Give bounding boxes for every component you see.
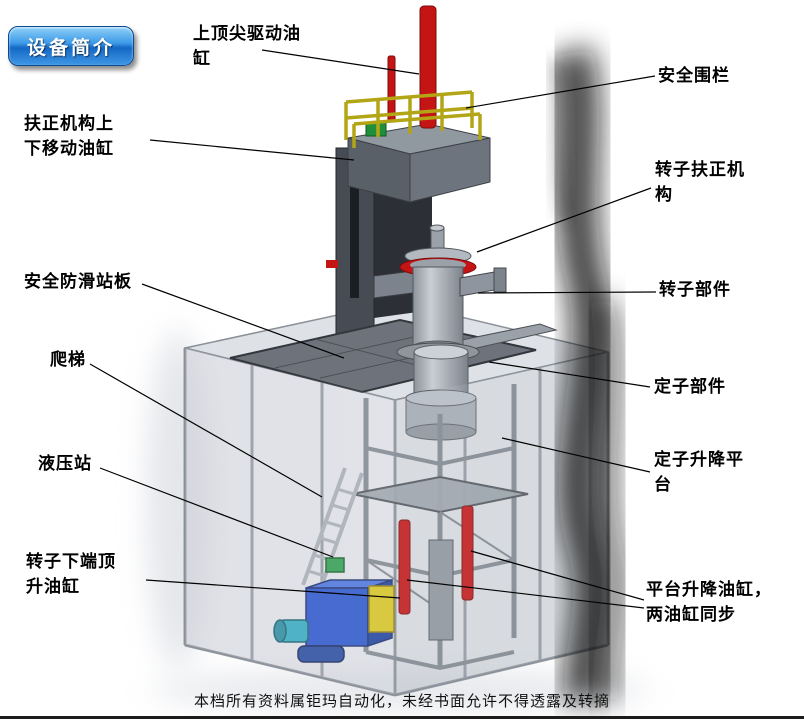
stator-column: [405, 344, 477, 441]
label-rotor-part: 转子部件: [659, 280, 731, 299]
label-ladder: 爬梯: [50, 350, 86, 369]
leader-lines: [89, 49, 657, 609]
yellow-cabinet: [368, 585, 395, 633]
valve-block: [325, 557, 345, 573]
label-stator-part: 定子部件: [654, 377, 726, 396]
label-top-drive-cylinder: 上顶尖驱动油 缸: [193, 24, 301, 68]
label-rotor-bottom-cylinder: 转子下端顶 升油缸: [26, 552, 116, 596]
title-badge: 设备简介: [8, 26, 134, 66]
label-platform-lift-cylinders: 平台升降油缸， 两油缸同步: [646, 580, 772, 624]
press-tower: [326, 5, 491, 367]
lift-cylinders: [398, 505, 474, 641]
label-hydraulic-station: 液压站: [38, 454, 92, 473]
label-anti-slip-plate: 安全防滑站板: [24, 272, 132, 291]
rotor-bottom-jack: [428, 539, 454, 641]
confidentiality-footer: 本档所有资料属钜玛自动化，未经书面允许不得透露及转摘: [193, 693, 610, 710]
label-safety-fence: 安全围栏: [658, 66, 730, 85]
enclosure-glass: [185, 348, 608, 695]
label-centering-move-cylinder: 扶正机构上 下移动油缸: [24, 114, 114, 158]
bottom-border: [0, 716, 804, 719]
label-stator-lift-platform: 定子升降平 台: [654, 450, 744, 494]
safety-railing: [344, 90, 482, 148]
label-rotor-centering-mech: 转子扶正机 构: [655, 160, 745, 204]
smoke-shadow: [551, 46, 627, 704]
